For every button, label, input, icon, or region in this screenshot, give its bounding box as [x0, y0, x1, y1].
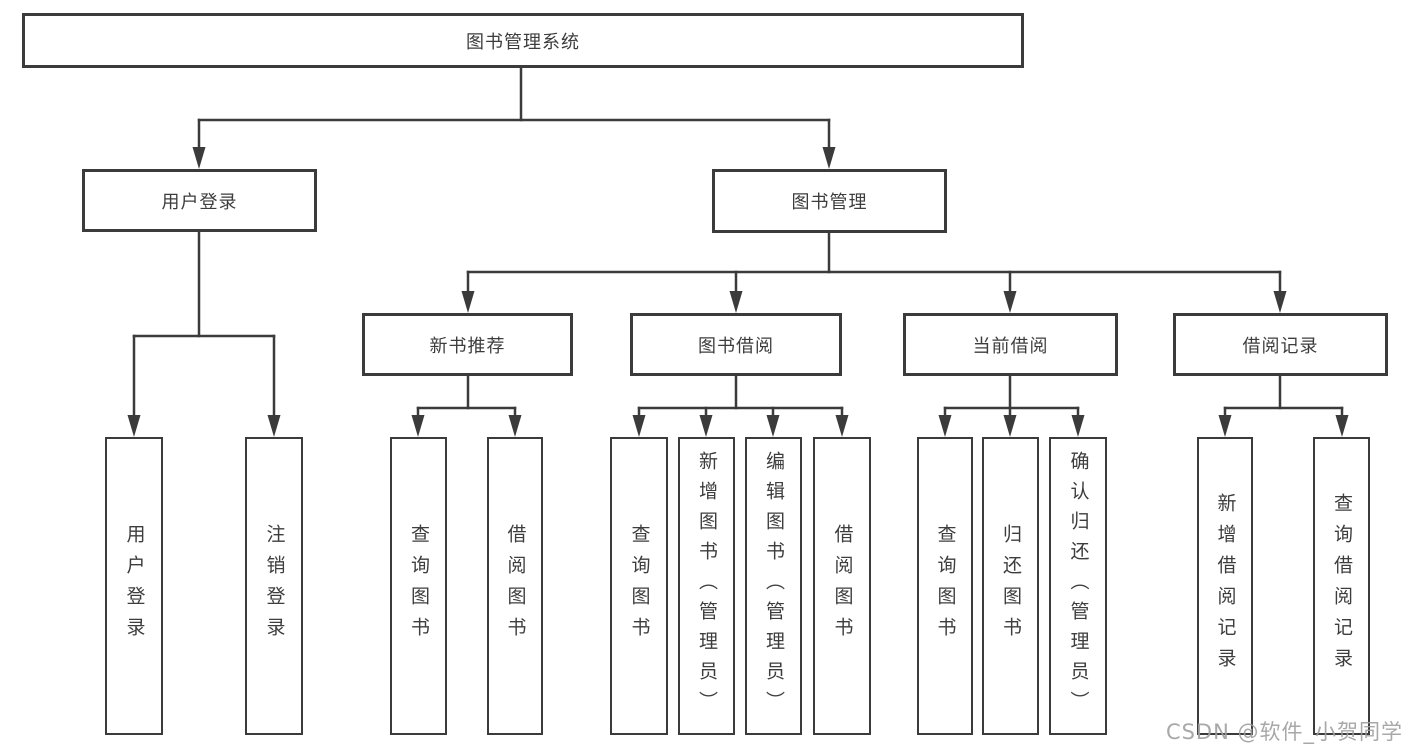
leaf-label: 查询借阅记录: [1331, 493, 1353, 679]
leaf-label: 查询图书: [934, 524, 957, 648]
node-label: 图书借阅: [698, 335, 774, 357]
node-label: 用户登录: [161, 191, 238, 213]
leaf-label: 用户登录: [123, 524, 146, 648]
node-book-borrow: 图书借阅: [630, 313, 842, 376]
leaf-return-book: 归还图书: [982, 437, 1039, 735]
node-book-management: 图书管理: [712, 169, 947, 233]
leaf-query-books: 查询图书: [917, 437, 973, 735]
leaf-label: 编辑图书（管理员）: [763, 451, 785, 721]
node-label: 图书管理系统: [466, 31, 580, 53]
arrowheads: [127, 147, 1349, 437]
node-library-system: 图书管理系统: [22, 13, 1024, 68]
leaf-label: 借阅图书: [831, 524, 854, 648]
leaf-label: 归还图书: [1000, 524, 1022, 648]
csdn-watermark: CSDN @软件_小贺同学: [1165, 720, 1403, 744]
leaf-label: 确认归还（管理员）: [1067, 451, 1090, 721]
node-user-login: 用户登录: [82, 169, 317, 232]
node-current-borrow: 当前借阅: [903, 313, 1118, 376]
leaf-add-borrow-record: 新增借阅记录: [1197, 437, 1253, 735]
node-new-book-recommend: 新书推荐: [362, 313, 573, 376]
node-label: 当前借阅: [972, 335, 1049, 357]
node-label: 图书管理: [791, 192, 868, 213]
leaf-label: 新增图书（管理员）: [696, 451, 718, 721]
leaf-add-book-admin: 新增图书（管理员）: [678, 437, 735, 735]
leaf-user-login: 用户登录: [105, 437, 163, 735]
leaf-label: 新增借阅记录: [1214, 493, 1237, 679]
leaf-logout-login: 注销登录: [245, 437, 303, 735]
node-borrow-records: 借阅记录: [1173, 313, 1388, 376]
leaf-label: 注销登录: [263, 524, 286, 648]
leaf-borrow-books: 借阅图书: [813, 437, 871, 735]
leaf-edit-book-admin: 编辑图书（管理员）: [745, 437, 802, 735]
leaf-label: 借阅图书: [504, 524, 527, 648]
leaf-borrow-books: 借阅图书: [487, 437, 543, 735]
leaf-query-books: 查询图书: [610, 437, 668, 735]
leaf-label: 查询图书: [408, 524, 430, 648]
leaf-confirm-return-admin: 确认归还（管理员）: [1049, 437, 1107, 735]
node-label: 新书推荐: [429, 335, 506, 357]
leaf-query-books: 查询图书: [390, 437, 447, 735]
leaf-query-borrow-record: 查询借阅记录: [1313, 437, 1370, 735]
leaf-label: 查询图书: [628, 524, 651, 648]
node-label: 借阅记录: [1242, 335, 1319, 357]
